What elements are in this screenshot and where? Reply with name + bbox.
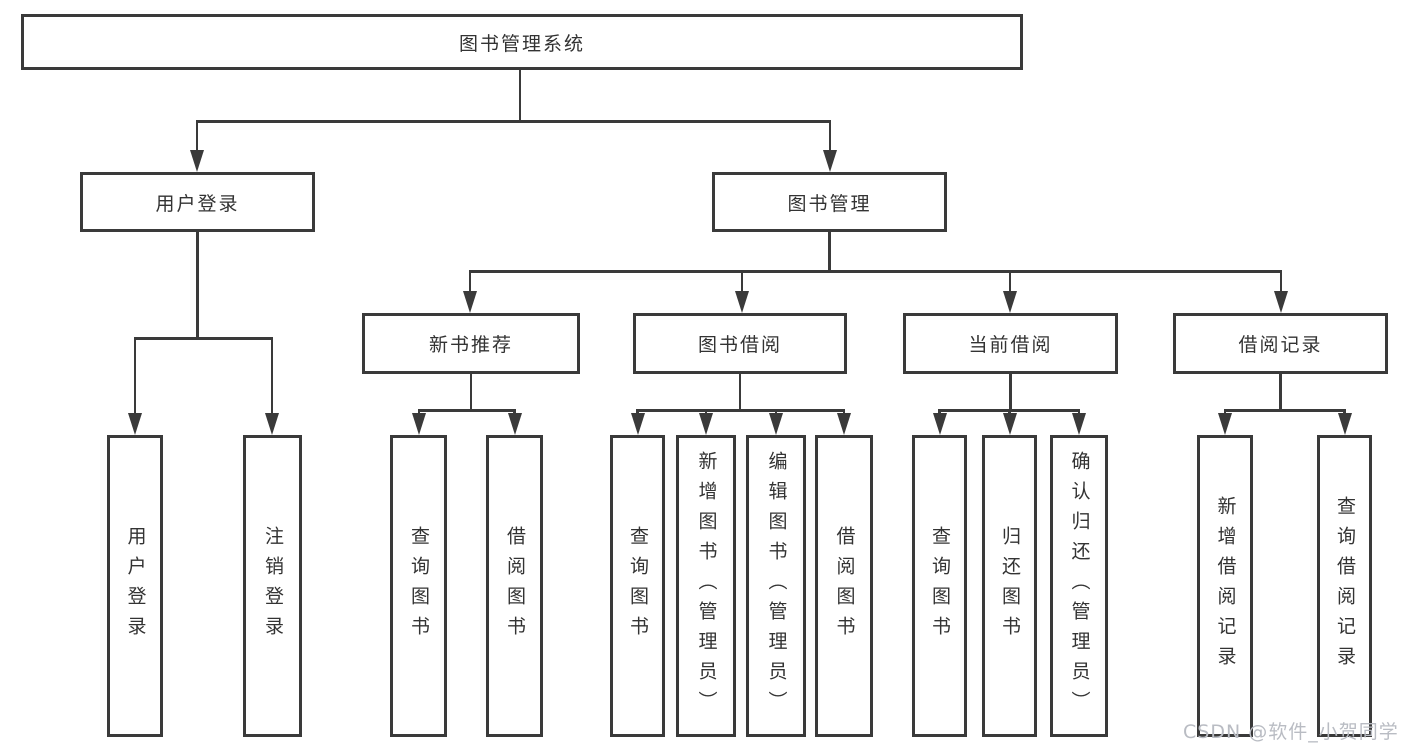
leaf-logout-label: 注销登录 — [262, 526, 284, 646]
connector-arrow-book-mgmt-shaft — [828, 120, 832, 153]
leaf-records-query: 查询借阅记录 — [1317, 435, 1372, 737]
connector-arrow-cu2-shaft — [1008, 409, 1011, 415]
arrowhead-current — [1003, 291, 1017, 313]
arrowhead-nb1 — [412, 413, 426, 435]
node-new-book-label: 新书推荐 — [428, 334, 513, 356]
arrowhead-book-mgmt — [823, 150, 837, 172]
connector-arrow-logout-leaf-shaft — [270, 337, 274, 417]
connector-arrow-new-book-shaft — [468, 270, 472, 295]
node-user-login: 用户登录 — [80, 172, 315, 232]
leaf-newbook-borrow: 借阅图书 — [486, 435, 543, 737]
connector-arrow-user-login-shaft — [195, 120, 199, 153]
node-root-label: 图书管理系统 — [458, 32, 585, 55]
leaf-borrow-add-label: 新增图书（管理员） — [695, 451, 718, 721]
leaf-borrow-borrow-label: 借阅图书 — [833, 526, 856, 646]
node-book-mgmt-label: 图书管理 — [787, 192, 872, 215]
leaf-borrow-add: 新增图书（管理员） — [676, 435, 736, 737]
arrowhead-nb2 — [507, 413, 522, 435]
node-current: 当前借阅 — [903, 313, 1118, 374]
node-book-mgmt: 图书管理 — [712, 172, 947, 232]
connector-arrow-re1-shaft — [1223, 409, 1227, 415]
connector-borrow-stem — [738, 374, 742, 409]
connector-arrow-cu1-shaft — [938, 409, 941, 415]
leaf-borrow-borrow: 借阅图书 — [815, 435, 873, 737]
leaf-records-add-label: 新增借阅记录 — [1214, 496, 1237, 676]
arrowhead-br4 — [837, 413, 851, 435]
leaf-current-confirm: 确认归还（管理员） — [1050, 435, 1108, 737]
arrowhead-cu2 — [1002, 413, 1017, 435]
connector-arrow-nb1-shaft — [417, 409, 421, 415]
connector-arrow-login-leaf-shaft — [133, 337, 137, 417]
arrowhead-br2 — [699, 413, 713, 435]
connector-borrow-bar — [637, 409, 845, 412]
node-user-login-label: 用户登录 — [155, 192, 240, 215]
arrowhead-logout-leaf — [265, 413, 279, 435]
connector-new-book-bar — [419, 409, 515, 412]
connector-arrow-borrow-shaft — [740, 270, 744, 295]
leaf-newbook-query: 查询图书 — [390, 435, 447, 737]
node-new-book: 新书推荐 — [362, 313, 580, 374]
leaf-user-login: 用户登录 — [107, 435, 163, 737]
leaf-records-query-label: 查询借阅记录 — [1334, 496, 1356, 676]
connector-arrow-br1-shaft — [636, 409, 639, 415]
connector-arrow-br4-shaft — [842, 409, 846, 415]
connector-records-bar — [1225, 409, 1345, 412]
leaf-borrow-query: 查询图书 — [610, 435, 665, 737]
leaf-current-return-label: 归还图书 — [999, 526, 1021, 646]
arrowhead-br1 — [630, 413, 645, 435]
connector-arrow-current-shaft — [1008, 270, 1012, 295]
connector-records-stem — [1279, 374, 1282, 409]
csdn-watermark: CSDN @软件_小贺同学 — [1183, 721, 1399, 743]
leaf-borrow-edit-label: 编辑图书（管理员） — [765, 451, 788, 721]
leaf-current-confirm-label: 确认归还（管理员） — [1068, 451, 1091, 721]
arrowhead-re1 — [1218, 413, 1232, 435]
leaf-records-add: 新增借阅记录 — [1197, 435, 1253, 737]
arrowhead-br3 — [769, 413, 783, 435]
connector-arrow-re2-shaft — [1343, 409, 1346, 415]
leaf-logout: 注销登录 — [243, 435, 302, 737]
connector-l2-bar — [470, 270, 1281, 273]
connector-l1-bar — [196, 120, 831, 123]
arrowhead-cu1 — [932, 413, 947, 435]
node-borrow: 图书借阅 — [633, 313, 847, 374]
connector-arrow-nb2-shaft — [513, 409, 516, 415]
arrowhead-borrow — [735, 291, 749, 313]
arrowhead-re2 — [1337, 413, 1352, 435]
connector-current-stem — [1009, 374, 1012, 409]
arrowhead-user-login — [190, 150, 204, 172]
node-current-label: 当前借阅 — [968, 334, 1053, 356]
arrowhead-new-book — [463, 291, 477, 313]
leaf-newbook-query-label: 查询图书 — [408, 526, 430, 646]
connector-new-book-stem — [469, 374, 473, 409]
connector-user-login-stem — [196, 232, 199, 337]
node-borrow-label: 图书借阅 — [697, 334, 782, 356]
leaf-current-return: 归还图书 — [982, 435, 1037, 737]
arrowhead-login-leaf — [128, 413, 142, 435]
connector-arrow-cu3-shaft — [1077, 409, 1081, 415]
leaf-newbook-borrow-label: 借阅图书 — [504, 526, 526, 646]
node-root: 图书管理系统 — [21, 14, 1023, 70]
connector-arrow-br2-shaft — [704, 409, 708, 415]
arrowhead-cu3 — [1072, 413, 1086, 435]
connector-root-stem — [518, 70, 522, 120]
connector-arrow-records-shaft — [1279, 270, 1283, 295]
leaf-current-query: 查询图书 — [912, 435, 967, 737]
connector-book-mgmt-stem — [828, 232, 831, 270]
node-records-label: 借阅记录 — [1238, 334, 1323, 356]
node-records: 借阅记录 — [1173, 313, 1388, 374]
connector-user-login-bar — [134, 337, 273, 340]
leaf-current-query-label: 查询图书 — [929, 526, 951, 646]
arrowhead-records — [1274, 291, 1288, 313]
leaf-borrow-query-label: 查询图书 — [627, 526, 649, 646]
leaf-borrow-edit: 编辑图书（管理员） — [746, 435, 806, 737]
connector-arrow-br3-shaft — [774, 409, 778, 415]
leaf-user-login-label: 用户登录 — [124, 526, 147, 646]
